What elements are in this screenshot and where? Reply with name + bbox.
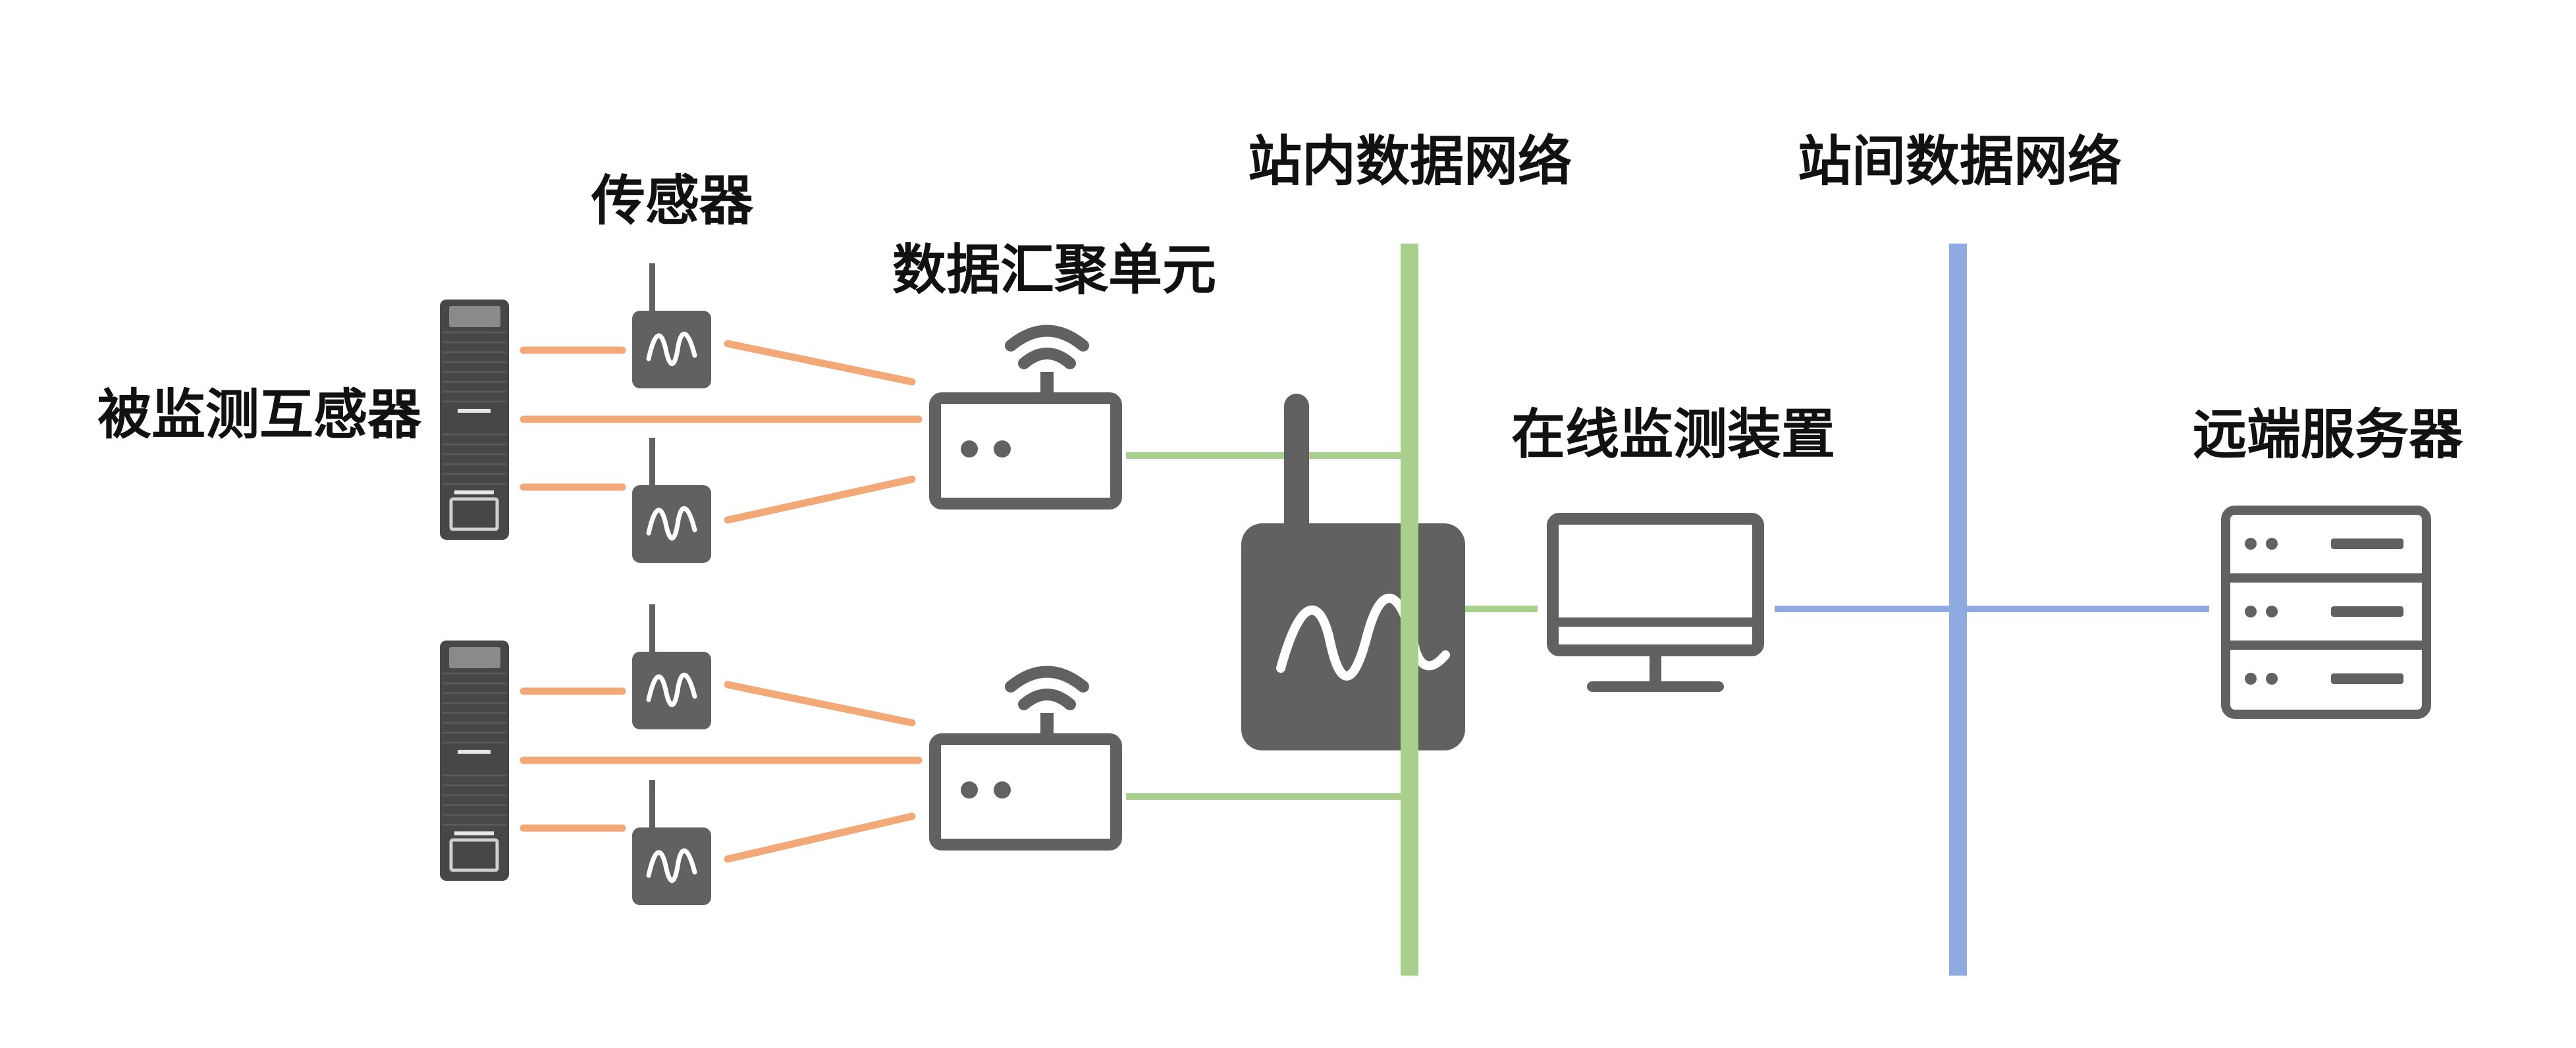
intra-station-network-line	[1401, 244, 1418, 976]
transformer-icon	[440, 641, 509, 881]
router-icon	[929, 325, 1122, 510]
monitor-icon	[1547, 513, 1764, 692]
inter-station-network-line	[1949, 244, 1967, 976]
aggregation-unit-label: 数据汇聚单元	[892, 239, 1217, 301]
monitoring-device-icon	[1241, 394, 1465, 750]
sensor-icon	[632, 438, 711, 563]
online-monitor-label: 在线监测装置	[1511, 404, 1836, 466]
sensor-icon	[632, 604, 711, 729]
transformer-label: 被监测互感器	[97, 384, 422, 446]
transformer-icon	[440, 300, 509, 540]
sensor-link	[724, 475, 916, 524]
sensor-icon	[632, 780, 711, 905]
sensor-link	[724, 812, 916, 863]
server-icon	[2221, 506, 2431, 719]
sensor-link	[724, 681, 916, 727]
sensor-icon	[632, 263, 711, 388]
intra-station-network-label: 站内数据网络	[1248, 130, 1572, 193]
inter-station-network-label: 站间数据网络	[1798, 130, 2122, 193]
sensor-links	[520, 340, 923, 863]
remote-server-label: 远端服务器	[2193, 404, 2463, 466]
sensor-label: 传感器	[591, 170, 754, 232]
sensor-link	[724, 340, 916, 386]
router-icon	[929, 666, 1122, 851]
